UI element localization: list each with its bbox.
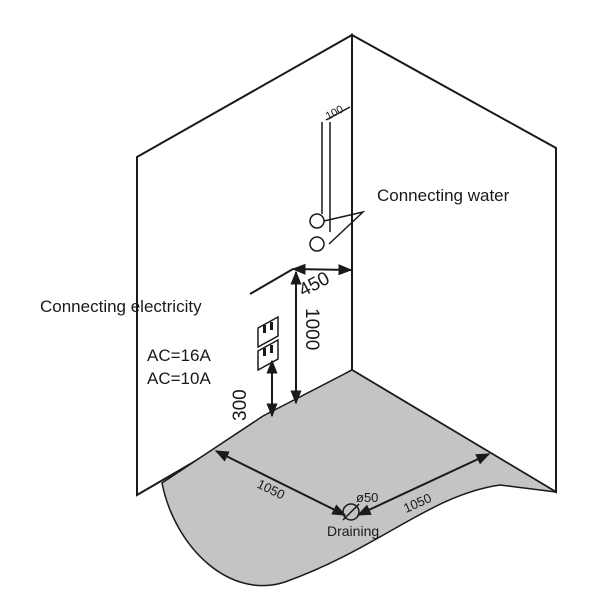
draining-label: Draining [327, 523, 379, 539]
pipe-dim-line [325, 106, 351, 121]
connecting-water-label: Connecting water [377, 186, 510, 205]
socket-10a-icon [257, 338, 279, 372]
right-width-arrow [356, 453, 491, 516]
electricity-leader-line [249, 268, 294, 295]
offset-dimension-arrow [291, 263, 353, 276]
ac-16a-label: AC=16A [147, 346, 211, 365]
floor-height-dimension: 300 [230, 389, 251, 421]
socket-height-dimension: 1000 [301, 308, 322, 350]
connecting-electricity-label: Connecting electricity [40, 297, 202, 316]
drain-diameter-dimension: ø50 [356, 490, 378, 505]
drain-slash [342, 503, 360, 521]
socket-16a-icon [257, 315, 279, 349]
ac-10a-label: AC=10A [147, 369, 211, 388]
left-width-arrow [214, 450, 347, 516]
water-leader-lines [323, 210, 366, 245]
water-pipe [321, 122, 331, 232]
drain-icon [342, 503, 360, 521]
water-cold-outlet-icon [309, 236, 325, 252]
